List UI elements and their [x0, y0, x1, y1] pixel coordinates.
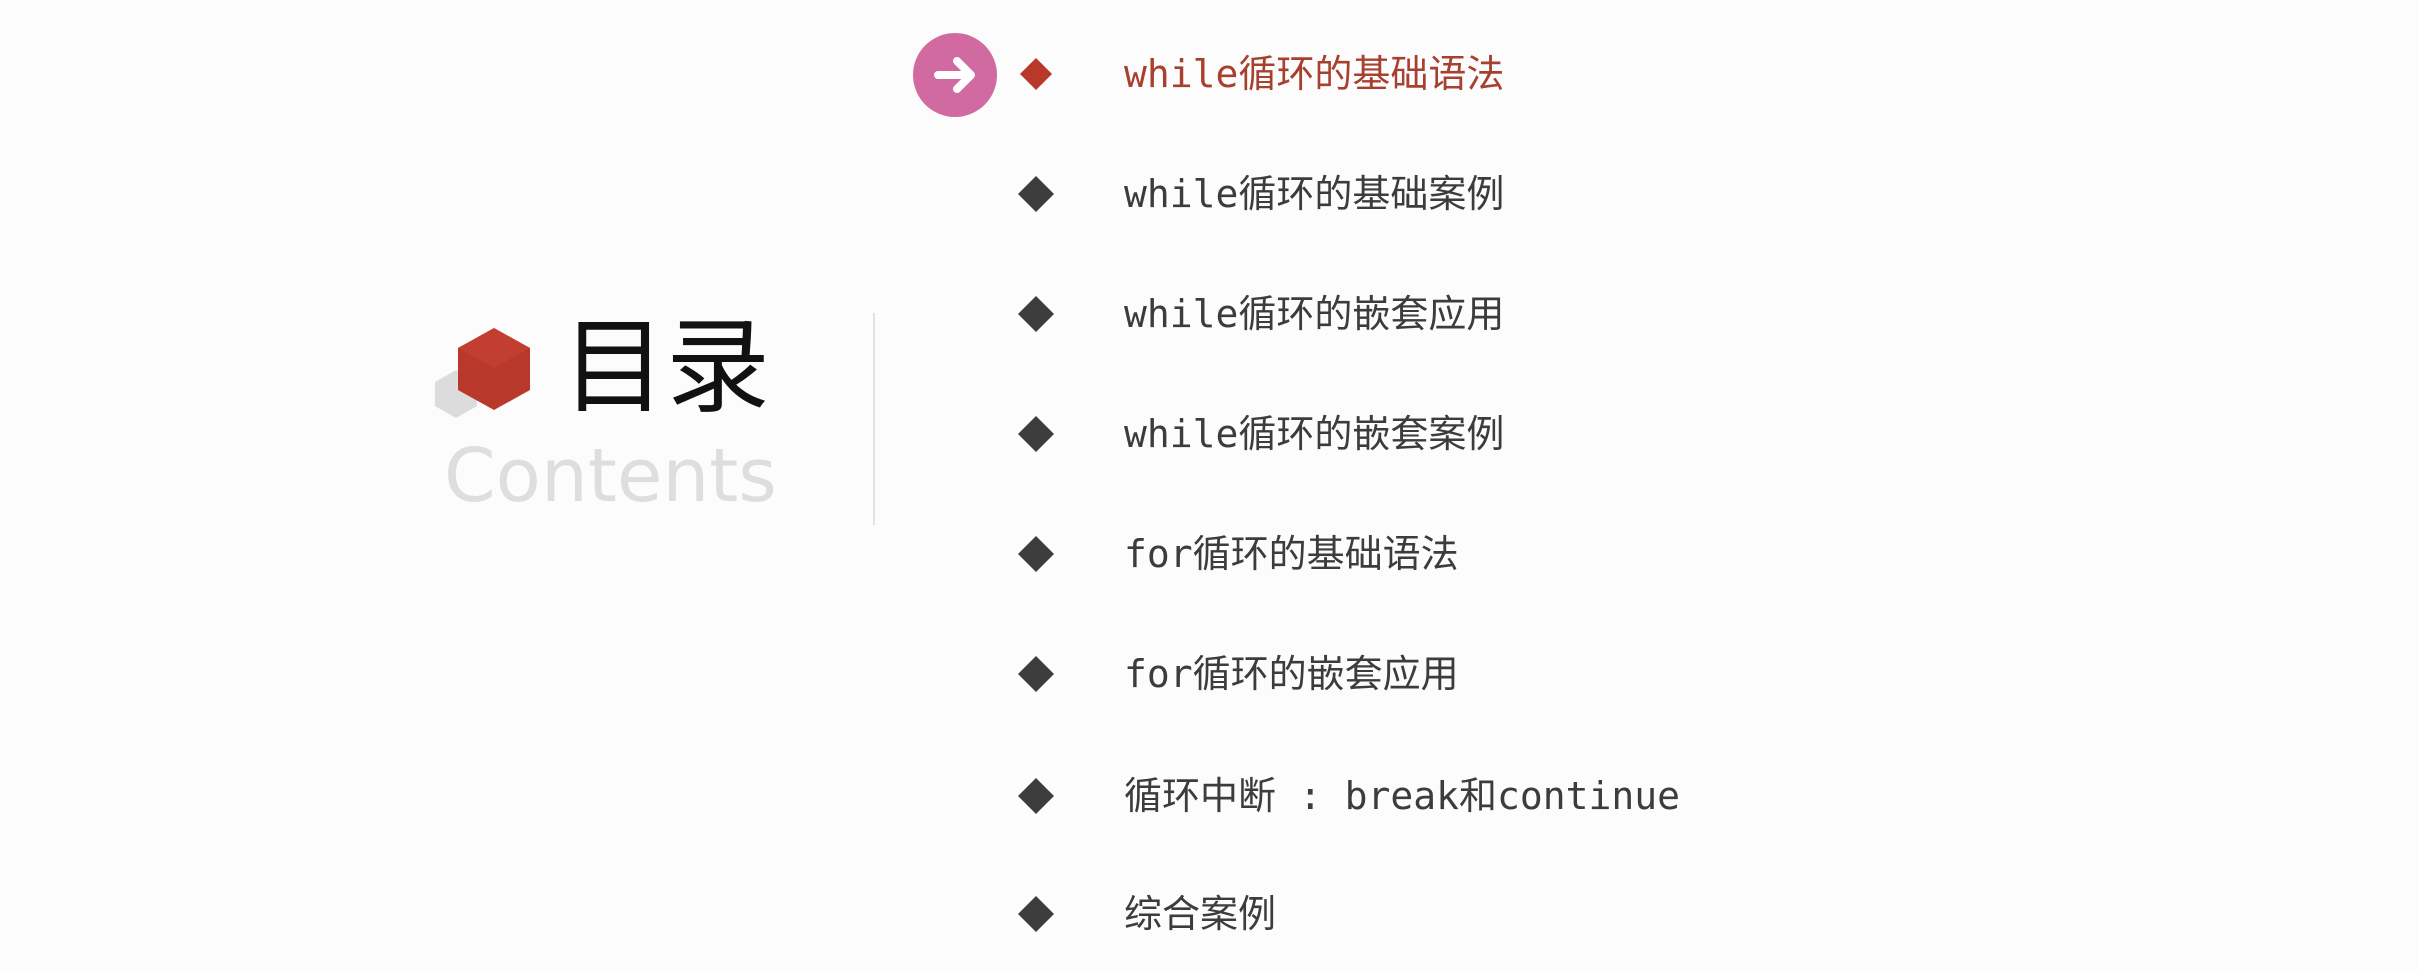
page-title: 目录 [562, 306, 771, 428]
diamond-bullet-icon [1018, 656, 1054, 692]
diamond-bullet-icon [1018, 176, 1054, 212]
diamond-bullet-icon [1018, 778, 1054, 814]
menu-item-label: for循环的嵌套应用 [1124, 652, 1459, 696]
menu-item-while-basic-syntax[interactable]: while循环的基础语法 [1016, 44, 1504, 104]
menu-item-label: while循环的基础案例 [1124, 172, 1505, 216]
menu-item-for-nested-usage[interactable]: for循环的嵌套应用 [1016, 644, 1459, 704]
menu-item-while-basic-cases[interactable]: while循环的基础案例 [1016, 164, 1504, 224]
menu-item-label: while循环的嵌套应用 [1124, 292, 1505, 336]
menu-item-label: 循环中断 : break和continue [1124, 774, 1681, 818]
menu-item-label: for循环的基础语法 [1124, 532, 1459, 576]
arrow-right-icon [913, 33, 997, 117]
menu-item-while-nested-usage[interactable]: while循环的嵌套应用 [1016, 284, 1504, 344]
menu-item-label: while循环的基础语法 [1124, 52, 1505, 96]
menu-item-while-nested-cases[interactable]: while循环的嵌套案例 [1016, 404, 1504, 464]
diamond-bullet-icon [1018, 296, 1054, 332]
menu-item-label: 综合案例 [1124, 892, 1277, 936]
diamond-bullet-icon [1018, 536, 1054, 572]
menu-item-comprehensive-cases[interactable]: 综合案例 [1016, 884, 1276, 944]
diamond-bullet-icon [1018, 896, 1054, 932]
hexagon-cube-icon [432, 328, 536, 422]
menu-item-label: while循环的嵌套案例 [1124, 412, 1505, 456]
diamond-bullet-icon [1020, 58, 1052, 90]
menu-item-for-basic-syntax[interactable]: for循环的基础语法 [1016, 524, 1459, 584]
page-subtitle: Contents [444, 433, 777, 519]
vertical-divider [873, 313, 875, 525]
menu-item-loop-break-continue[interactable]: 循环中断 : break和continue [1016, 766, 1680, 826]
diamond-bullet-icon [1018, 416, 1054, 452]
